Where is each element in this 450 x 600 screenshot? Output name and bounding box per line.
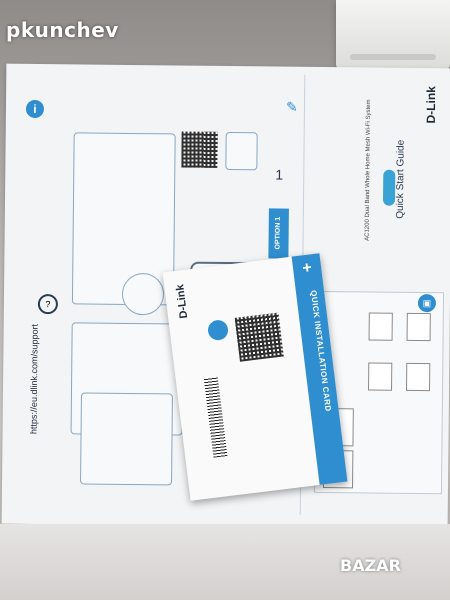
box-icon: ▣: [417, 294, 437, 313]
card-dlink-logo: D-Link: [174, 283, 191, 320]
bazar-logo: BAZAR: [340, 556, 401, 575]
quick-installation-card: + QUICK INSTALLATION CARD D-Link: [162, 253, 348, 501]
app-qr-code: [181, 131, 218, 168]
step-number-1: 1: [275, 166, 284, 183]
info-icon: i: [25, 99, 45, 119]
card-qr-code: [234, 312, 284, 362]
card-barcode: [203, 376, 228, 458]
app-store-badges: [225, 131, 258, 171]
table-surface: [0, 524, 450, 600]
item-router-2: [368, 312, 393, 341]
router-top-illustration: [121, 272, 165, 316]
support-url: https://eu.dlink.com/support: [28, 323, 40, 435]
wrench-icon: ✎: [286, 98, 298, 115]
model-description: AC1200 Dual Band Whole Home Mesh Wi-Fi S…: [364, 99, 373, 241]
model-pill: [382, 169, 396, 206]
item-router: [406, 312, 431, 342]
step-2-illustration: [71, 132, 176, 306]
option-tag: OPTION 1: [268, 208, 289, 259]
support-icon: ?: [37, 294, 59, 315]
item-adapter: [406, 362, 431, 392]
card-wifi-icon: [206, 319, 230, 342]
item-cable: [368, 362, 393, 391]
seller-watermark: pkunchev: [6, 18, 119, 42]
network-diagram: [80, 392, 173, 486]
guide-title: Quick Start Guide: [394, 139, 407, 219]
dlink-logo: D-Link: [423, 86, 439, 124]
router-device: [336, 0, 450, 70]
plus-icon: +: [301, 259, 313, 278]
